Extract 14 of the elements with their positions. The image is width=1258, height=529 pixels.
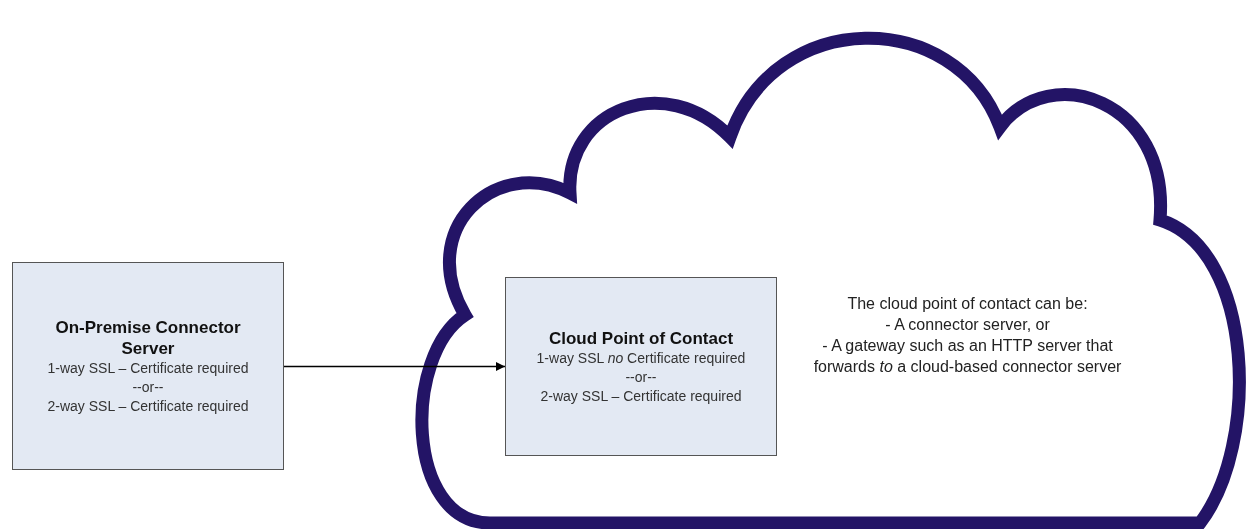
box-text: 2-way SSL – Certificate required (540, 386, 742, 406)
box-heading: On-Premise Connector Server (54, 316, 242, 359)
box-text: 1-way SSL no Certificate required (536, 348, 746, 368)
box-text: 1-way SSL – Certificate required (47, 358, 249, 378)
server-box (12, 262, 284, 470)
arrow (283, 362, 506, 371)
cloud-note: - A connector server, or (885, 315, 1050, 335)
box-heading: Cloud Point of Contact (548, 327, 734, 349)
box-text: 2-way SSL – Certificate required (47, 396, 249, 416)
cloud-note: - A gateway such as an HTTP server that forwards to a cloud-based connector server (812, 336, 1123, 377)
box-text: --or-- (625, 367, 657, 387)
box-text: --or-- (132, 377, 164, 397)
cloud-note: The cloud point of contact can be: (847, 294, 1088, 314)
contact-box (505, 277, 777, 456)
